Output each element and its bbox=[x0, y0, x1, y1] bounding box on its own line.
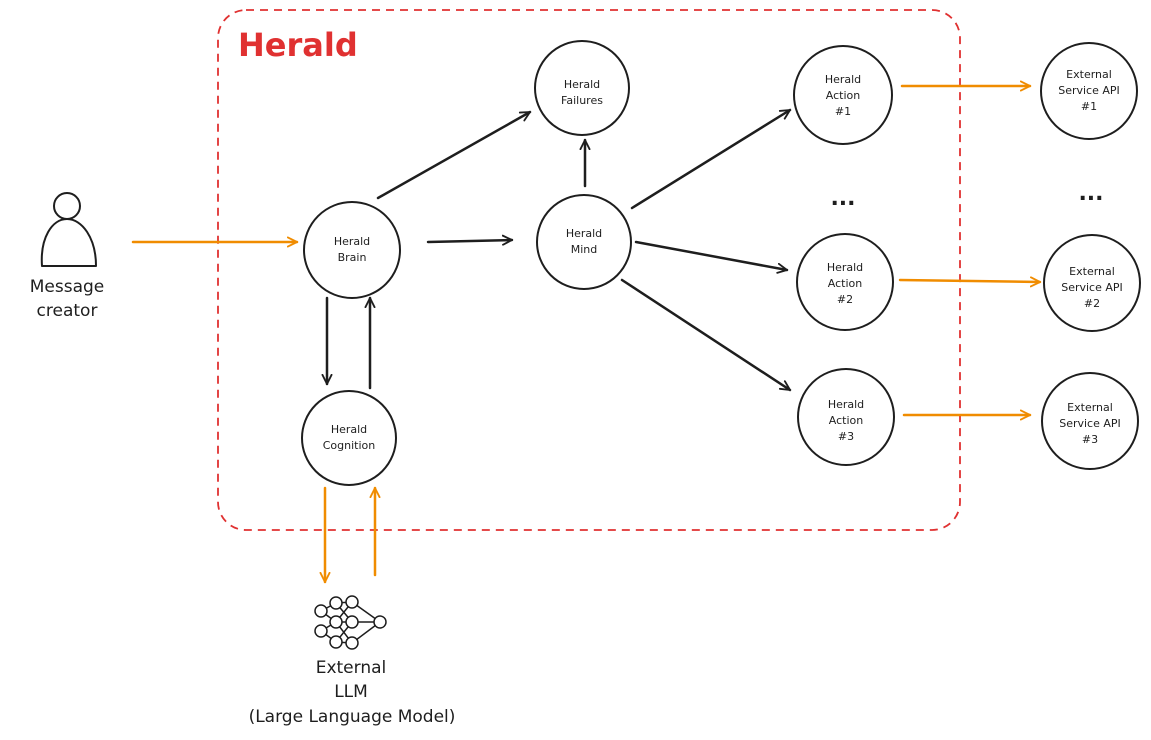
herald-boundary bbox=[217, 9, 961, 531]
node-herald-action-1: Herald Action #1 bbox=[793, 45, 893, 145]
ellipsis-actions: ... bbox=[830, 186, 855, 211]
herald-title: Herald bbox=[238, 26, 358, 64]
node-herald-action-2-line-2: Action bbox=[828, 277, 862, 290]
node-herald-action-1-line-1: Herald bbox=[825, 73, 861, 86]
arrow-brain-to-failures bbox=[376, 110, 532, 200]
node-herald-action-2: Herald Action #2 bbox=[796, 233, 894, 331]
node-herald-failures-line-1: Herald bbox=[564, 78, 600, 91]
node-herald-action-2-line-1: Herald bbox=[827, 261, 863, 274]
node-herald-cognition-line-1: Herald bbox=[331, 423, 367, 436]
person-icon bbox=[40, 192, 97, 267]
llm-label-line-1: External bbox=[316, 658, 387, 678]
arrow-brain-to-mind bbox=[426, 234, 514, 246]
node-external-service-api-1-line-1: External bbox=[1066, 68, 1112, 81]
node-herald-failures-line-2: Failures bbox=[561, 94, 603, 107]
node-external-service-api-2-line-2: Service API bbox=[1061, 281, 1123, 294]
ellipsis-services: ... bbox=[1078, 181, 1103, 206]
node-external-service-api-2: External Service API #2 bbox=[1043, 234, 1141, 332]
node-herald-brain: Herald Brain bbox=[303, 201, 401, 299]
node-herald-cognition-line-2: Cognition bbox=[323, 439, 376, 452]
neural-network-icon bbox=[314, 595, 387, 650]
node-herald-failures: Herald Failures bbox=[534, 40, 630, 136]
actor-label-line-2: creator bbox=[37, 301, 98, 321]
node-external-service-api-3-line-1: External bbox=[1067, 401, 1113, 414]
arrow-mind-to-action3 bbox=[620, 278, 792, 392]
node-herald-action-1-line-2: Action bbox=[826, 89, 860, 102]
node-herald-mind: Herald Mind bbox=[536, 194, 632, 290]
node-herald-brain-line-2: Brain bbox=[338, 251, 367, 264]
node-external-service-api-3-line-3: #3 bbox=[1082, 433, 1098, 446]
llm-label-line-3: (Large Language Model) bbox=[249, 707, 456, 727]
node-herald-mind-line-1: Herald bbox=[566, 227, 602, 240]
node-external-service-api-3-line-2: Service API bbox=[1059, 417, 1121, 430]
node-herald-action-3-line-1: Herald bbox=[828, 398, 864, 411]
node-external-service-api-1: External Service API #1 bbox=[1040, 42, 1138, 140]
llm-label-line-2: LLM bbox=[334, 682, 368, 702]
node-external-service-api-1-line-2: Service API bbox=[1058, 84, 1120, 97]
arrow-action2-to-api2 bbox=[898, 276, 1042, 288]
actor-label-line-1: Message bbox=[30, 277, 105, 297]
node-external-service-api-2-line-3: #2 bbox=[1084, 297, 1100, 310]
node-herald-action-3-line-3: #3 bbox=[838, 430, 854, 443]
node-herald-cognition: Herald Cognition bbox=[301, 390, 397, 486]
arrow-mind-to-action1 bbox=[630, 108, 792, 210]
node-herald-action-1-line-3: #1 bbox=[835, 105, 851, 118]
node-herald-mind-line-2: Mind bbox=[571, 243, 598, 256]
node-external-service-api-3: External Service API #3 bbox=[1041, 372, 1139, 470]
node-herald-action-3-line-2: Action bbox=[829, 414, 863, 427]
node-external-service-api-2-line-1: External bbox=[1069, 265, 1115, 278]
node-herald-action-2-line-3: #2 bbox=[837, 293, 853, 306]
node-herald-action-3: Herald Action #3 bbox=[797, 368, 895, 466]
node-external-service-api-1-line-3: #1 bbox=[1081, 100, 1097, 113]
node-herald-brain-line-1: Herald bbox=[334, 235, 370, 248]
arrow-mind-to-action2 bbox=[634, 240, 789, 274]
